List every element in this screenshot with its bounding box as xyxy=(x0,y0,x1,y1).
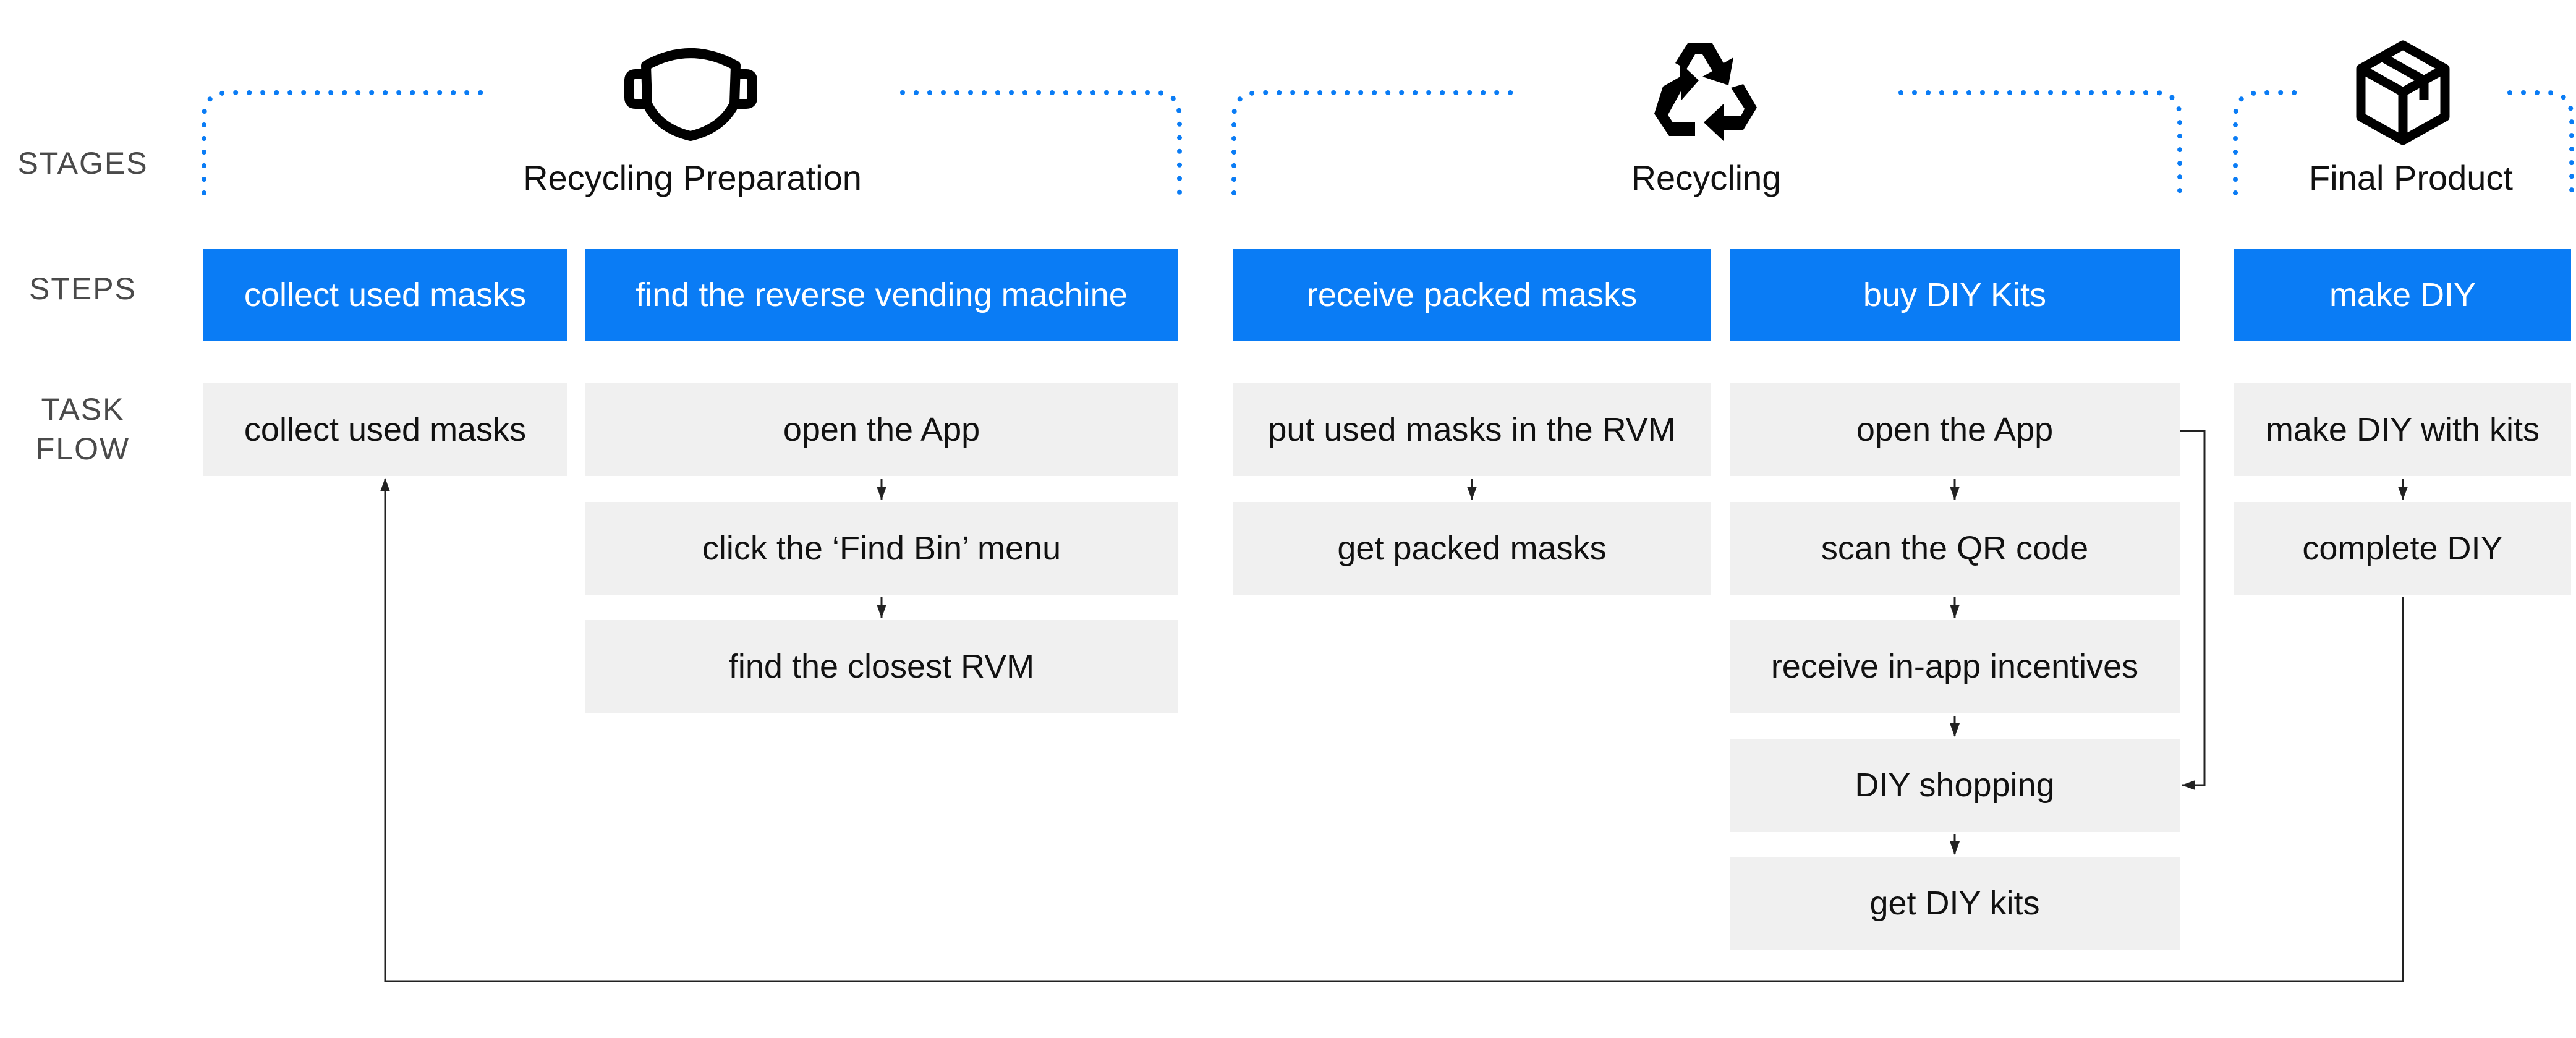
task-make-diy-with-kits: make DIY with kits xyxy=(2234,383,2571,476)
row-label-task-flow: TASK FLOW xyxy=(35,392,130,466)
row-label-stages: STAGES xyxy=(17,146,148,181)
task-click-find-bin-menu: click the ‘Find Bin’ menu xyxy=(585,502,1178,595)
step-make-diy: make DIY xyxy=(2234,249,2571,341)
arrow-loop-back-to-collect xyxy=(380,478,2404,982)
task-get-diy-kits: get DIY kits xyxy=(1730,857,2180,950)
bracket-recycling-preparation-right xyxy=(900,90,1182,195)
task-scan-qr-code: scan the QR code xyxy=(1730,502,2180,595)
recycle-icon xyxy=(1654,43,1757,141)
stage-title-final-product: Final Product xyxy=(2309,158,2513,197)
step-buy-diy-kits: buy DIY Kits xyxy=(1730,249,2180,341)
task-put-masks-in-rvm: put used masks in the RVM xyxy=(1233,383,1711,476)
stage-title-recycling-preparation: Recycling Preparation xyxy=(523,158,862,197)
package-box-icon xyxy=(2356,40,2450,145)
task-find-closest-rvm: find the closest RVM xyxy=(585,620,1178,713)
bracket-recycling-preparation-left xyxy=(202,90,485,195)
arrow-open-app-to-diy-shopping xyxy=(2180,430,2206,790)
task-open-app: open the App xyxy=(585,383,1178,476)
task-get-packed-masks: get packed masks xyxy=(1233,502,1711,595)
task-complete-diy: complete DIY xyxy=(2234,502,2571,595)
step-receive-packed-masks: receive packed masks xyxy=(1233,249,1711,341)
stage-title-recycling: Recycling xyxy=(1631,158,1782,197)
task-diy-shopping: DIY shopping xyxy=(1730,739,2180,832)
bracket-recycling-left xyxy=(1231,90,1517,195)
step-collect-used-masks: collect used masks xyxy=(203,249,567,341)
row-label-steps: STEPS xyxy=(29,271,137,306)
task-open-app-2: open the App xyxy=(1730,383,2180,476)
step-find-reverse-vending-machine: find the reverse vending machine xyxy=(585,249,1178,341)
bracket-final-product-left xyxy=(2233,90,2301,195)
stage-brackets xyxy=(202,90,2574,195)
task-collect-used-masks: collect used masks xyxy=(203,383,567,476)
task-receive-in-app-incentives: receive in-app incentives xyxy=(1730,620,2180,713)
bracket-recycling-right xyxy=(1898,90,2182,195)
face-mask-icon xyxy=(624,48,757,141)
